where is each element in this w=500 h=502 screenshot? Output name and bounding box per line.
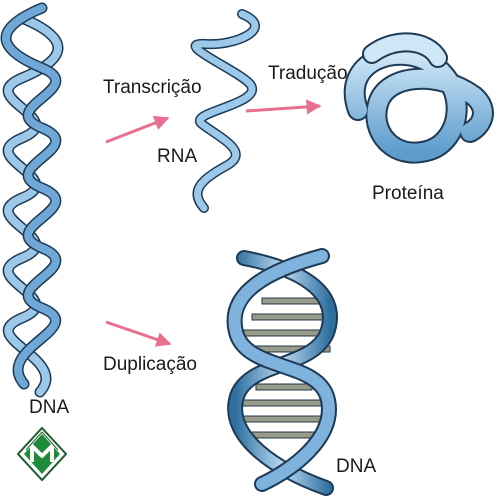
label-dna-right: DNA (336, 456, 377, 477)
arrow-duplication (105, 320, 172, 347)
base-pair-rungs (229, 297, 335, 439)
label-rna: RNA (157, 146, 198, 167)
arrow-transcription (105, 115, 170, 144)
dna-right-helix (226, 248, 338, 496)
dna-left-helix (0, 2, 64, 398)
rna-strand (190, 9, 260, 213)
label-transcription: Transcrição (103, 77, 202, 98)
arrow-translation (245, 99, 322, 115)
label-translation: Tradução (268, 63, 348, 84)
protein-ribbon (343, 32, 494, 164)
curso-do-mario-logo (16, 426, 68, 482)
label-dna-left: DNA (29, 397, 70, 418)
label-protein: Proteína (372, 183, 444, 204)
label-duplication: Duplicação (103, 354, 197, 375)
